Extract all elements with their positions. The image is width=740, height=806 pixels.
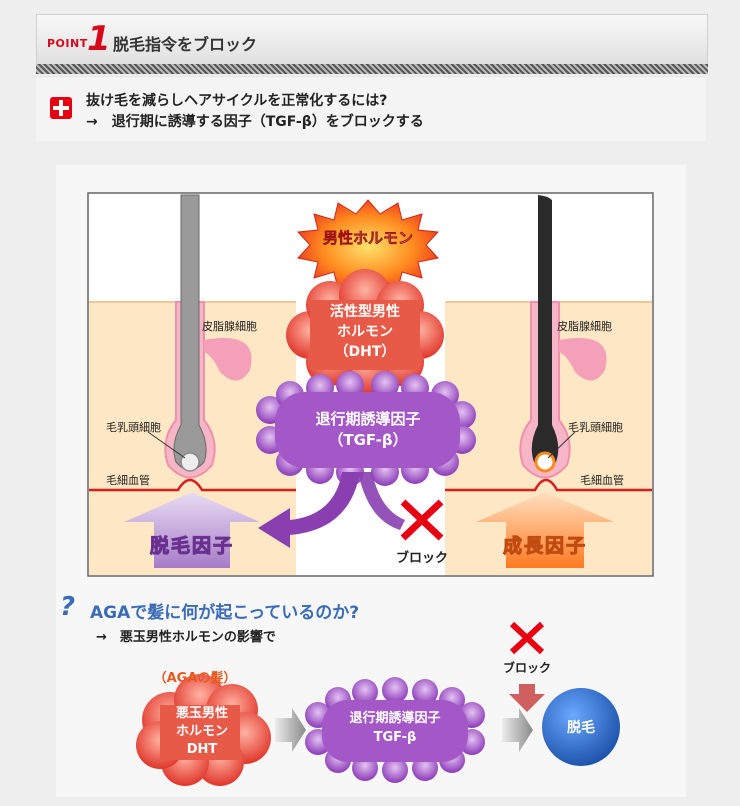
male-hormone-label: 男性ホルモン [323, 229, 413, 247]
dht-label-2: ホルモン [337, 324, 393, 340]
flow-arrow-2 [502, 708, 533, 752]
dht-label-3: （DHT） [335, 344, 396, 360]
down-arrow [509, 684, 545, 712]
tgf-label-1: 退行期誘導因子 [315, 410, 420, 428]
aga-title: AGAで髪に何が起こっているのか? [90, 598, 359, 623]
bad-hormone-label-3: DHT [187, 742, 218, 757]
tgf-label-2: （TGF-β） [328, 431, 407, 449]
hair-loss-factor-label: 脱毛因子 [150, 534, 234, 557]
dht-label-1: 活性型男性 [330, 303, 400, 320]
aga-subtitle: → 悪玉男性ホルモンの影響で [96, 626, 276, 645]
block-x-icon-small [512, 624, 542, 652]
tgf-small-label-2: TGF-β [374, 730, 417, 745]
bad-hormone-label-1: 悪玉男性 [176, 705, 228, 721]
flow-arrow-1 [275, 708, 306, 752]
aga-hair-label: （AGAの髪） [154, 670, 237, 686]
capillary-label-right: 毛細血管 [580, 473, 624, 487]
sebaceous-label-left: 皮脂腺細胞 [202, 319, 257, 333]
growth-factor-label: 成長因子 [503, 534, 587, 557]
papilla-label-right: 毛乳頭細胞 [568, 421, 623, 434]
question-icon: ? [60, 592, 75, 622]
aga-block-label: ブロック [503, 660, 551, 675]
tgf-small-label-1: 退行期誘導因子 [349, 710, 440, 726]
sebaceous-label-right: 皮脂腺細胞 [557, 319, 612, 333]
hair-loss-label: 脱毛 [567, 719, 595, 736]
bad-hormone-label-2: ホルモン [176, 724, 228, 739]
block-label: ブロック [396, 550, 448, 566]
capillary-label-left: 毛細血管 [106, 473, 150, 487]
papilla-label-left: 毛乳頭細胞 [106, 421, 161, 434]
